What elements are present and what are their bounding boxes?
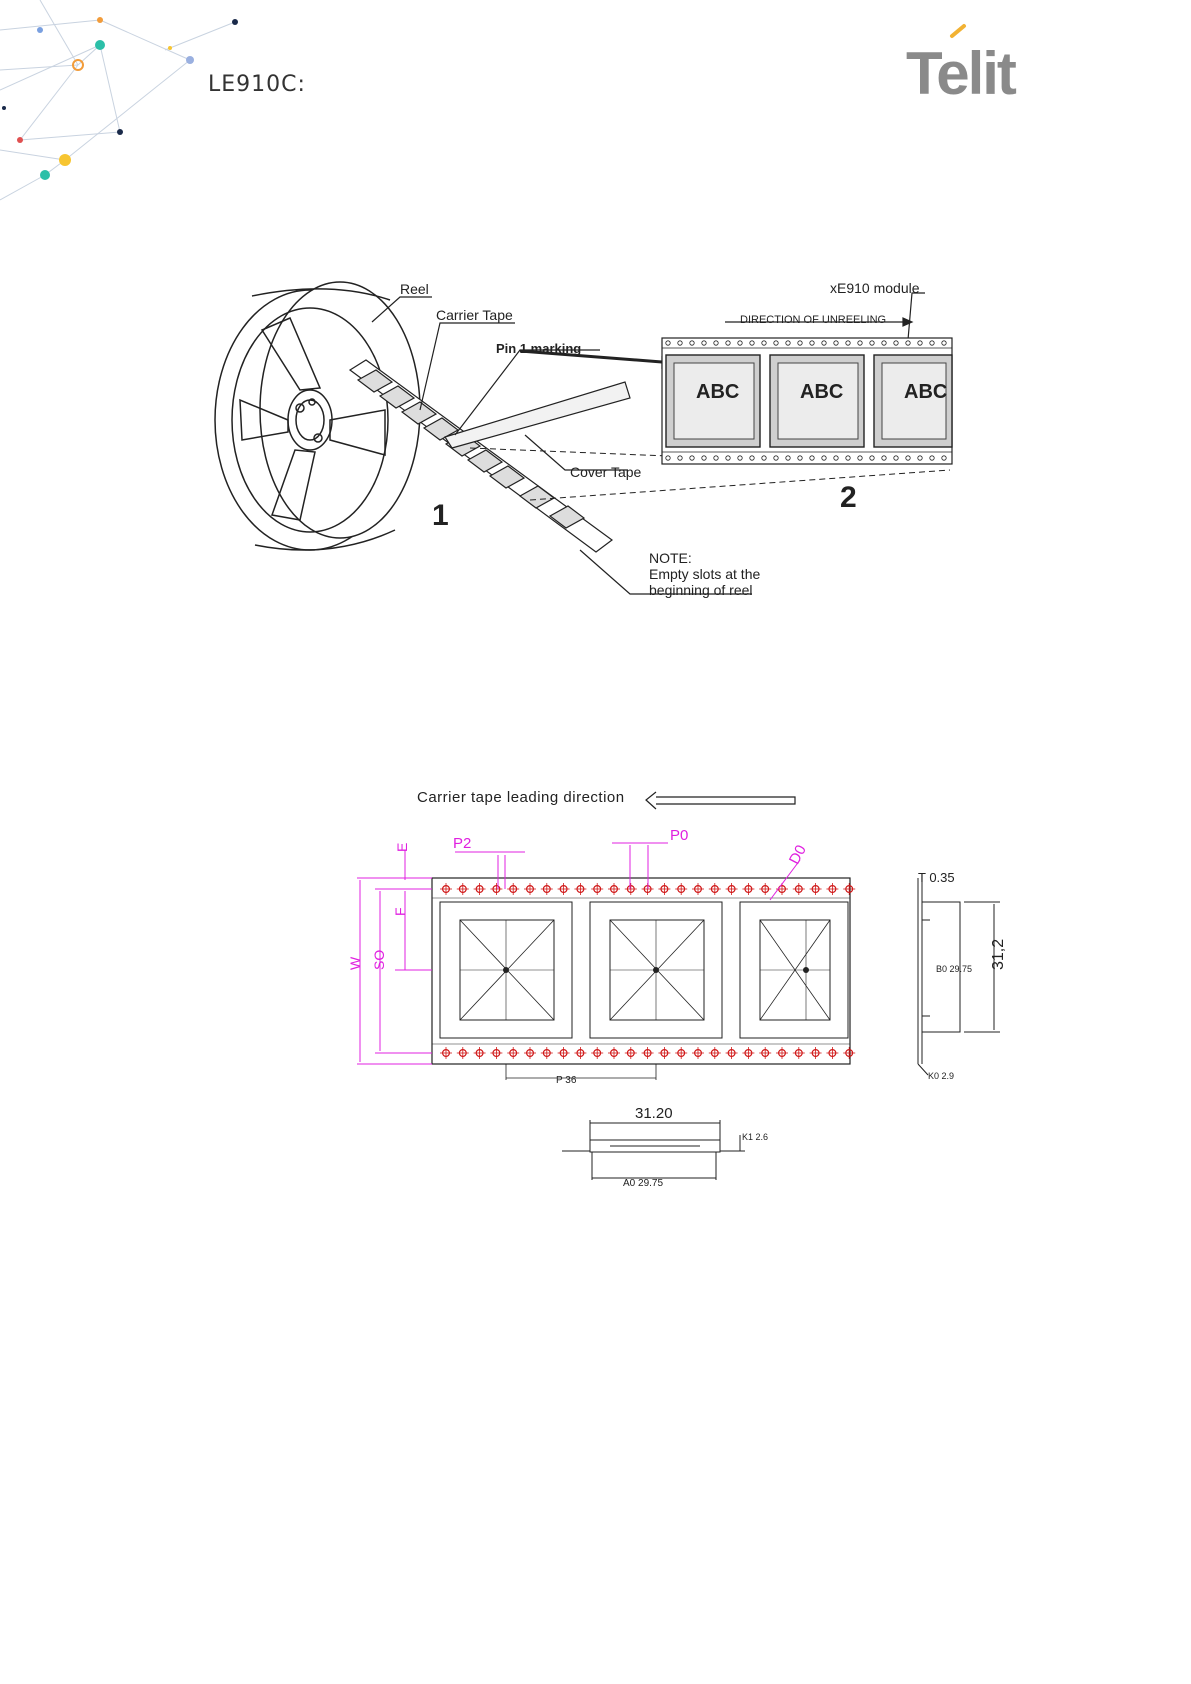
leading-direction-arrow <box>646 792 795 809</box>
dim-label-p2: P2 <box>453 835 471 852</box>
dim-label-k1: K1 2.6 <box>742 1132 768 1142</box>
dim-label-a0: A0 29.75 <box>623 1178 663 1189</box>
dim-label-t: T 0.35 <box>918 870 955 885</box>
dim-label-b0: B0 29.75 <box>936 964 972 974</box>
dim-label-f: F <box>392 907 408 916</box>
leading-direction-label: Carrier tape leading direction <box>417 789 625 806</box>
dim-label-total-width: 31,2 <box>990 939 1007 970</box>
tape-pocket <box>590 902 722 1038</box>
side-profile <box>918 878 1000 1075</box>
section-view <box>562 1120 745 1180</box>
dim-label-w: W <box>347 956 363 970</box>
tape-pocket <box>740 902 848 1038</box>
dim-label-p: P 36 <box>556 1075 577 1086</box>
dim-label-s0: SO <box>371 950 387 970</box>
tape-pockets <box>440 902 848 1038</box>
dim-label-width-top: 31.20 <box>635 1105 673 1122</box>
tape-pocket <box>440 902 572 1038</box>
dim-label-e: E <box>394 843 410 852</box>
dim-label-k0: K0 2.9 <box>928 1071 954 1081</box>
dim-label-d0: D0 <box>786 842 810 867</box>
dim-label-p0: P0 <box>670 827 688 844</box>
